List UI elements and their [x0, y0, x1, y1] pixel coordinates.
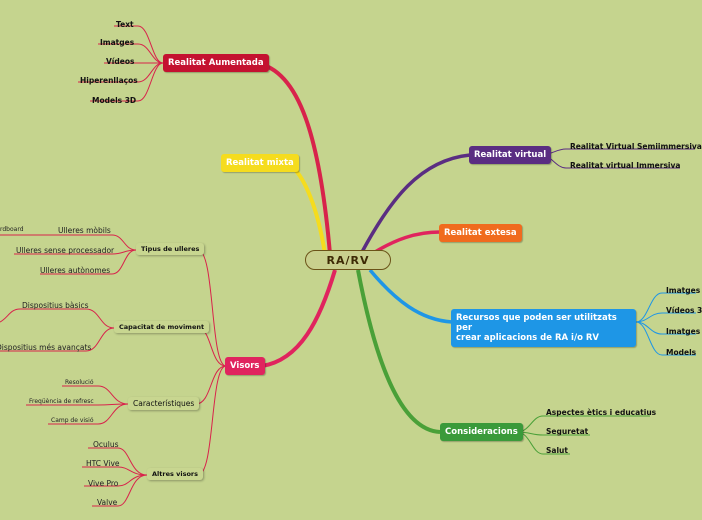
ra-item-text[interactable]: Text [116, 20, 134, 29]
visors-tipus-ulleres[interactable]: Tipus de ulleres [136, 243, 205, 255]
ra-item-hiperenllacos[interactable]: Hiperenllaços [80, 76, 138, 85]
recursos-item-imatges[interactable]: Imatges [666, 286, 701, 295]
topic-realitat-augmentada[interactable]: Realitat Aumentada [163, 54, 269, 72]
cons-item-salut[interactable]: Salut [546, 446, 568, 455]
topic-realitat-virtual[interactable]: Realitat virtual [469, 146, 552, 164]
altres-item-htc-vive[interactable]: HTC Vive [86, 459, 120, 468]
ra-item-imatges[interactable]: Imatges [100, 38, 135, 47]
branch-realitat-extesa [374, 230, 441, 254]
altres-item-vive-pro[interactable]: Vive Pro [88, 479, 119, 488]
branch-realitat-augmentada [255, 61, 332, 255]
branch-visors [261, 269, 337, 368]
topic-visors[interactable]: Visors [225, 357, 265, 375]
caract-item-resolucio[interactable]: Resolució [65, 379, 94, 386]
caract-item-frequencia[interactable]: Freqüència de refresc [29, 398, 94, 405]
topic-recursos[interactable]: Recursos que poden ser utilitzats per cr… [451, 309, 636, 347]
tipus-item-mobils[interactable]: Ulleres mòbils [58, 226, 111, 235]
topic-consideracions[interactable]: Consideracions [440, 423, 523, 441]
visors-capacitat-moviment[interactable]: Capacitat de moviment [114, 321, 210, 333]
branch-realitat-virtual [360, 153, 471, 253]
tipus-item-sense-processador[interactable]: Ulleres sense processador [16, 246, 115, 255]
topic-realitat-extesa[interactable]: Realitat extesa [439, 224, 522, 242]
altres-item-oculus[interactable]: Oculus [93, 440, 119, 449]
recursos-item-imatges-2[interactable]: Imatges [666, 327, 701, 336]
capacitat-item-basics[interactable]: Dispositius bàsics [22, 301, 89, 310]
visors-caracteristiques[interactable]: Característiques [128, 397, 200, 410]
ra-item-videos[interactable]: Vídeos [106, 57, 135, 66]
branch-consideracions [356, 269, 441, 434]
ra-item-models-3d[interactable]: Models 3D [92, 96, 137, 105]
altres-item-valve[interactable]: Valve [97, 498, 118, 507]
central-topic[interactable]: RA/RV [305, 250, 391, 270]
capacitat-item-avancats[interactable]: Dispositius més avançats [0, 343, 92, 352]
tipus-item-cardboard[interactable]: rdboard [0, 226, 24, 233]
visors-altres[interactable]: Altres visors [147, 468, 203, 480]
cons-item-aspectes[interactable]: Aspectes ètics i educatius [546, 408, 657, 417]
rv-item-semiimmersiva[interactable]: Realitat Virtual Semiimmersiva [570, 142, 702, 151]
rv-item-immersiva[interactable]: Realitat virtual Immersiva [570, 161, 681, 170]
topic-realitat-mixta[interactable]: Realitat mixta [221, 154, 299, 172]
cons-item-seguretat[interactable]: Seguretat [546, 427, 589, 436]
caract-item-camp-visio[interactable]: Camp de visió [51, 417, 94, 424]
topic-recursos-line2: crear aplicacions de RA i/o RV [456, 333, 599, 343]
recursos-item-models[interactable]: Models [666, 348, 697, 357]
topic-recursos-line1: Recursos que poden ser utilitzats per [456, 313, 617, 333]
tipus-item-autonomes[interactable]: Ulleres autònomes [40, 266, 111, 275]
branch-recursos [368, 268, 453, 324]
recursos-item-videos[interactable]: Vídeos 3 [666, 306, 702, 315]
